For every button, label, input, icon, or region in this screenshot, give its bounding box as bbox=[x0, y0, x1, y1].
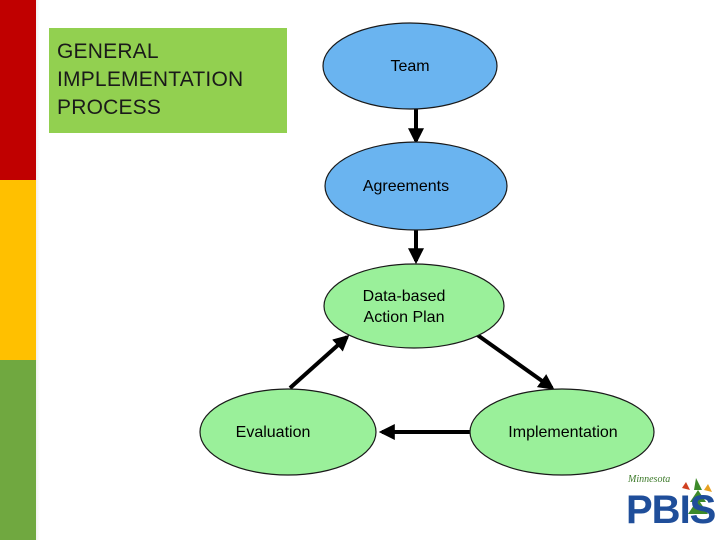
implementation-label: Implementation bbox=[508, 424, 618, 441]
action-plan-label-line-2: Action Plan bbox=[363, 309, 445, 326]
agreements-node bbox=[324, 141, 508, 231]
implementation-node bbox=[469, 388, 655, 476]
left-stripe-shadow bbox=[36, 0, 40, 540]
action-plan-label: Data-based Action Plan bbox=[334, 286, 474, 328]
left-stripe-yellow bbox=[0, 180, 36, 360]
title-line-3: PROCESS bbox=[57, 96, 162, 119]
left-stripe-green bbox=[0, 360, 36, 540]
slide-title-box: GENERAL IMPLEMENTATION PROCESS bbox=[49, 28, 287, 133]
pbis-logo-text: PBIS bbox=[626, 488, 716, 532]
left-stripe-red bbox=[0, 0, 36, 180]
pbis-leaf-icon bbox=[682, 478, 712, 514]
title-line-1: GENERAL bbox=[57, 40, 159, 63]
arrow-evaluation-to-action-plan bbox=[288, 334, 350, 390]
pbis-logo-small-text: Minnesota bbox=[628, 474, 671, 485]
action-plan-label-line-1: Data-based bbox=[362, 288, 446, 305]
pbis-logo: Minnesota PBIS bbox=[622, 470, 716, 534]
evaluation-label: Evaluation bbox=[235, 424, 311, 441]
evaluation-node bbox=[199, 388, 377, 476]
arrow-action-plan-to-implementation bbox=[474, 332, 555, 390]
title-line-2: IMPLEMENTATION bbox=[57, 68, 244, 91]
agreements-label: Agreements bbox=[362, 178, 450, 195]
team-label: Team bbox=[390, 58, 430, 75]
action-plan-node bbox=[323, 263, 505, 349]
team-node bbox=[322, 22, 498, 110]
